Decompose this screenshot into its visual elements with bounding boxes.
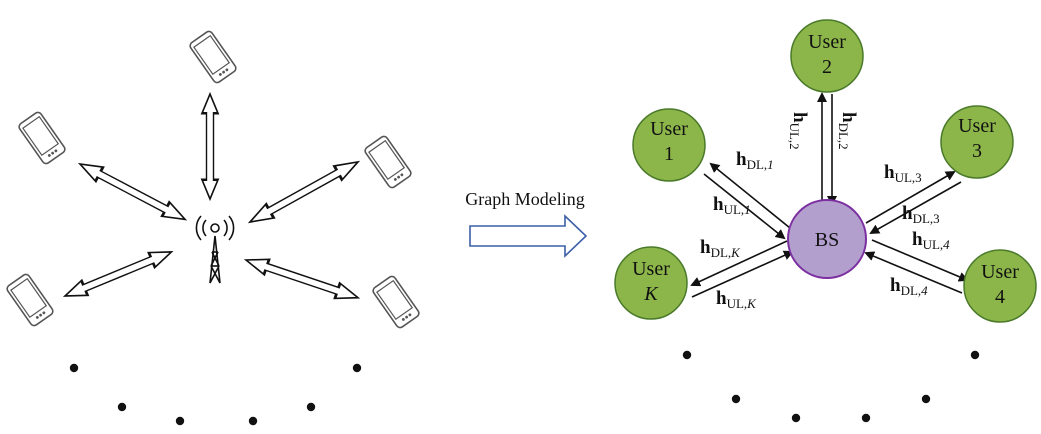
user-node-3-title: User	[958, 115, 996, 137]
user-node-2-index: 2	[822, 56, 832, 78]
left-ellipsis-dots	[69, 363, 362, 426]
user-node-2: User 2	[790, 19, 864, 93]
bs-label: BS	[815, 229, 839, 251]
channel-label-dl-1: hDL,1	[736, 149, 774, 172]
channel-label-ul-3: hUL,3	[884, 162, 922, 185]
double-arrow-upper-left	[77, 162, 188, 221]
double-arrow-lower-right	[243, 258, 361, 300]
bs-node: BS	[787, 199, 867, 279]
double-arrows	[62, 91, 361, 300]
user-node-1-index: 1	[664, 143, 674, 165]
phone-lower-left-icon	[4, 272, 56, 328]
phone-lower-right-icon	[370, 274, 422, 330]
channel-label-dl-k: hDL,K	[700, 237, 741, 260]
user-node-4: User 4	[963, 249, 1037, 323]
user-node-4-index: 4	[995, 286, 1005, 308]
transform-arrow-icon	[469, 214, 588, 258]
tower-icon	[195, 215, 235, 284]
double-arrow-lower-left	[62, 251, 174, 297]
channel-label-ul-k: hUL,K	[716, 288, 757, 311]
user-node-3: User 3	[940, 105, 1014, 179]
phone-top-icon	[187, 29, 239, 85]
base-station-tower	[195, 215, 235, 284]
channel-label-dl-4: hDL,4	[890, 275, 928, 298]
double-arrow-upper-right	[247, 160, 361, 224]
channel-label-dl-2: hDL,2	[836, 112, 859, 150]
channel-label-dl-3: hDL,3	[902, 203, 940, 226]
user-node-4-title: User	[981, 261, 1019, 283]
phone-upper-right-icon	[362, 134, 414, 190]
right-ellipsis-dots	[682, 350, 980, 423]
graph-edges	[690, 92, 969, 298]
user-node-2-title: User	[808, 31, 846, 53]
channel-label-ul-4: hUL,4	[912, 229, 950, 252]
user-node-k: User K	[614, 246, 688, 320]
user-node-k-title: User	[632, 258, 670, 280]
user-node-k-index: K	[643, 283, 659, 305]
user-node-1: User 1	[632, 108, 706, 182]
user-node-1-title: User	[650, 118, 688, 140]
user-node-3-index: 3	[972, 140, 982, 162]
double-arrow-top	[200, 91, 220, 202]
phone-upper-left-icon	[16, 110, 68, 166]
channel-label-ul-2: hUL,2	[787, 112, 810, 150]
channel-label-ul-1: hUL,1	[713, 194, 751, 217]
graph-modeling-label: Graph Modeling	[465, 189, 584, 209]
